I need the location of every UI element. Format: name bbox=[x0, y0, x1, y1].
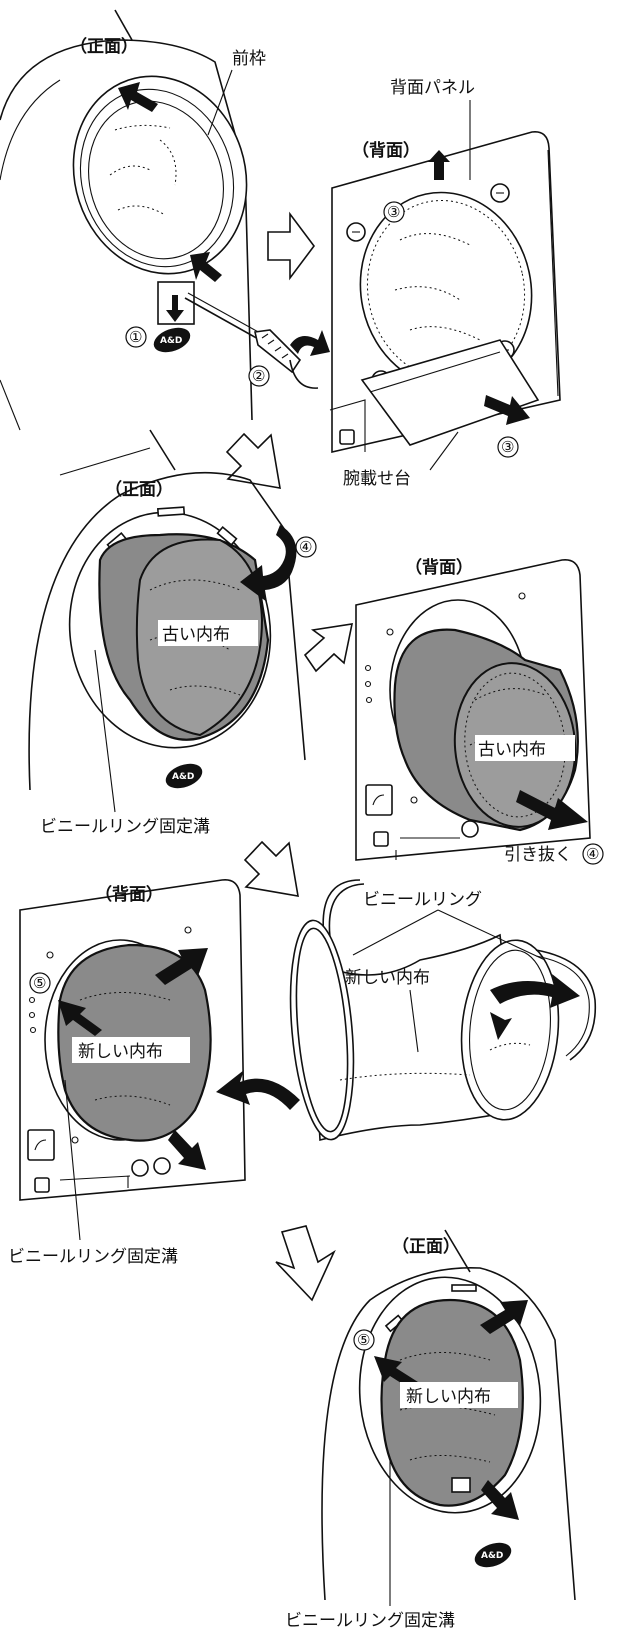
vinyl-ring-groove-label: ビニールリング固定溝 bbox=[285, 1611, 455, 1631]
old-cloth-label: 古い内布 bbox=[478, 740, 546, 760]
push-arrow-icon bbox=[480, 1300, 528, 1334]
insert-arrow-icon bbox=[216, 1070, 300, 1110]
old-cloth-label: 古い内布 bbox=[162, 625, 230, 645]
push-arrow-icon bbox=[155, 948, 208, 985]
step-3-marker-top: ③ bbox=[387, 203, 400, 221]
screwdriver-icon bbox=[184, 292, 302, 374]
push-arrow-icon bbox=[168, 1130, 206, 1170]
step-2-marker: ② bbox=[252, 367, 265, 385]
new-cloth-label: 新しい内布 bbox=[345, 968, 430, 988]
next-step-arrow-icon bbox=[225, 432, 281, 489]
view-label-front: （正面） bbox=[70, 36, 138, 57]
step-4-marker: ④ bbox=[586, 845, 599, 863]
vinyl-ring-groove-label: ビニールリング固定溝 bbox=[8, 1247, 178, 1267]
push-arrow-icon bbox=[166, 295, 184, 322]
next-step-arrow-icon bbox=[243, 840, 299, 897]
svg-text:A&D: A&D bbox=[160, 336, 182, 346]
vinyl-ring-label: ビニールリング bbox=[363, 890, 482, 910]
pull-out-label: 引き抜く bbox=[504, 845, 572, 865]
view-label-front: （正面） bbox=[105, 479, 173, 500]
push-arrow-icon bbox=[516, 790, 588, 830]
panel-2-back: （背面） 背面パネル ③ ③ 腕載せ台 bbox=[329, 78, 561, 489]
panel-4-back: （背面） 古い内布 引き抜く ④ bbox=[355, 557, 604, 865]
next-step-arrow-icon bbox=[303, 623, 354, 673]
push-arrow-icon bbox=[481, 1480, 519, 1520]
rotate-arrow-icon bbox=[490, 974, 580, 1008]
manufacturer-logo: A&D bbox=[153, 327, 191, 353]
push-arrow-icon bbox=[428, 150, 450, 180]
push-arrow-icon bbox=[58, 1000, 102, 1036]
push-arrow-icon bbox=[118, 82, 158, 112]
vinyl-ring-groove-label: ビニールリング固定溝 bbox=[40, 817, 210, 837]
next-step-arrow-icon bbox=[267, 211, 315, 281]
step-5-marker: ⑤ bbox=[357, 1331, 370, 1349]
view-label-front: （正面） bbox=[392, 1236, 460, 1257]
arm-rest bbox=[360, 339, 540, 446]
manufacturer-logo: A&D bbox=[474, 1542, 512, 1568]
svg-text:A&D: A&D bbox=[481, 1551, 503, 1561]
push-arrow-icon bbox=[374, 1356, 418, 1390]
panel-5-back: （背面） ⑤ 新しい内布 ビニールリング固定溝 bbox=[8, 878, 300, 1267]
panel-6-new-cloth: ビニールリング 新しい内布 bbox=[289, 879, 597, 1142]
next-step-arrow-icon bbox=[275, 1225, 336, 1302]
new-cloth-label: 新しい内布 bbox=[406, 1387, 491, 1407]
step-1-marker: ① bbox=[129, 328, 142, 346]
svg-text:A&D: A&D bbox=[172, 772, 194, 782]
rotate-arrow-icon bbox=[240, 525, 297, 602]
step-5-marker: ⑤ bbox=[33, 974, 46, 992]
step-3-marker-bottom: ③ bbox=[501, 438, 514, 456]
view-label-back: （背面） bbox=[352, 140, 420, 161]
panel-1-front: A&D （正面） 前枠 ① ② bbox=[0, 9, 330, 431]
arm-rest-label: 腕載せ台 bbox=[343, 469, 411, 489]
step-4-marker: ④ bbox=[299, 538, 312, 556]
panel-3-front: ④ （正面） 古い内布 A&D ビニールリング固定溝 bbox=[28, 429, 317, 837]
panel-7-front: （正面） ⑤ 新しい内布 A&D ビニールリング固定溝 bbox=[285, 1229, 576, 1631]
front-frame bbox=[72, 75, 248, 275]
manufacturer-logo: A&D bbox=[165, 763, 203, 789]
view-label-back: （背面） bbox=[95, 884, 163, 905]
push-arrow-icon bbox=[190, 252, 222, 282]
front-frame-label: 前枠 bbox=[232, 49, 266, 69]
view-label-back: （背面） bbox=[405, 557, 473, 578]
back-panel-label: 背面パネル bbox=[390, 78, 475, 98]
rotate-arrow-icon bbox=[290, 330, 330, 356]
push-arrow-icon bbox=[484, 395, 530, 425]
new-cloth-label: 新しい内布 bbox=[78, 1042, 163, 1062]
